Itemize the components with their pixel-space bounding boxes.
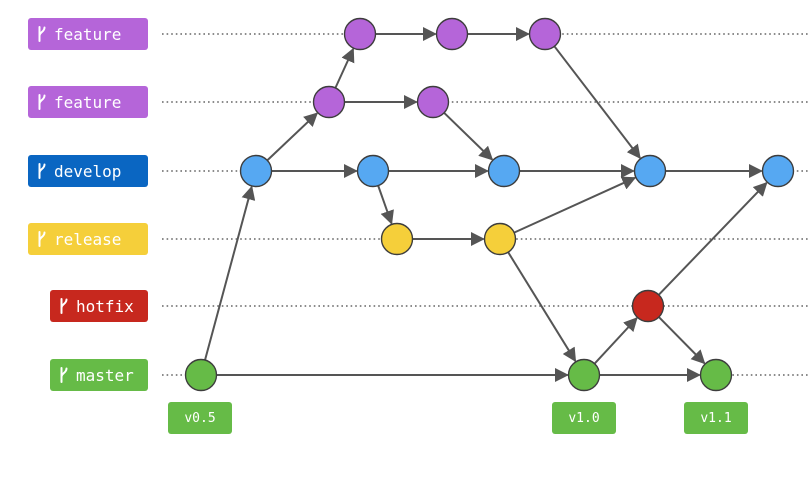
version-tag[interactable]: v1.1 <box>684 402 748 434</box>
git-branch-icon <box>60 298 68 314</box>
branch-label-feature1[interactable]: feature <box>28 18 148 50</box>
branch-label-develop[interactable]: develop <box>28 155 148 187</box>
git-branch-icon <box>38 26 46 42</box>
commit-edge <box>443 112 494 161</box>
commit-node-feature1[interactable] <box>528 17 562 51</box>
commit-edge <box>513 176 637 234</box>
commit-node-master[interactable] <box>567 358 601 392</box>
branch-label-text: release <box>54 229 122 249</box>
commit-node-feature1[interactable] <box>435 17 469 51</box>
commit-node-master[interactable] <box>184 358 218 392</box>
commit-edge <box>553 45 641 160</box>
git-branch-icon <box>38 163 46 179</box>
branch-label-text: feature <box>54 92 122 112</box>
commit-node-release[interactable] <box>483 222 517 256</box>
branch-label-text: develop <box>54 161 122 181</box>
commit-node-release[interactable] <box>380 222 414 256</box>
commit-node-feature2[interactable] <box>416 85 450 119</box>
commit-edge <box>593 317 638 365</box>
commit-edge <box>507 251 577 363</box>
branch-label-text: hotfix <box>76 296 134 316</box>
git-branch-icon <box>38 231 46 247</box>
commit-edge <box>658 181 768 296</box>
commit-edge <box>658 316 706 365</box>
branch-label-hotfix[interactable]: hotfix <box>50 290 148 322</box>
commit-node-develop[interactable] <box>356 154 390 188</box>
branch-label-master[interactable]: master <box>50 359 148 391</box>
version-tag[interactable]: v0.5 <box>168 402 232 434</box>
branch-label-text: master <box>76 365 134 385</box>
commit-edge <box>266 112 319 162</box>
git-branch-icon <box>38 94 46 110</box>
commit-node-develop[interactable] <box>761 154 795 188</box>
commit-node-develop[interactable] <box>239 154 273 188</box>
commit-node-hotfix[interactable] <box>631 289 665 323</box>
commit-edge <box>334 47 355 89</box>
git-branch-icon <box>60 367 68 383</box>
branch-label-release[interactable]: release <box>28 223 148 255</box>
branch-label-feature2[interactable]: feature <box>28 86 148 118</box>
commit-edge <box>377 185 394 225</box>
commit-node-master[interactable] <box>699 358 733 392</box>
branch-label-text: feature <box>54 24 122 44</box>
commit-node-feature2[interactable] <box>312 85 346 119</box>
commit-node-feature1[interactable] <box>343 17 377 51</box>
commit-node-develop[interactable] <box>487 154 521 188</box>
version-tag[interactable]: v1.0 <box>552 402 616 434</box>
commit-node-develop[interactable] <box>633 154 667 188</box>
commit-edge <box>204 185 256 361</box>
